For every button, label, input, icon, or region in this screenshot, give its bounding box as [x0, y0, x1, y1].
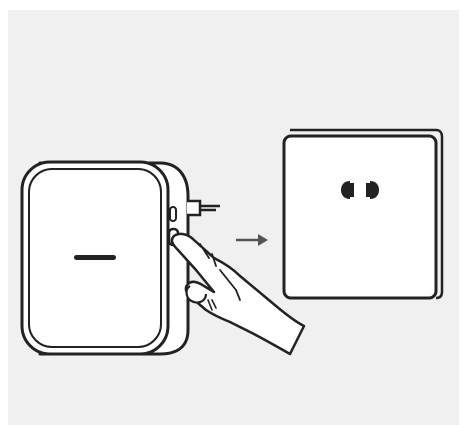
- power-plug-prongs-icon: [187, 199, 220, 217]
- socket-hole-right: [370, 181, 379, 199]
- pressing-hand-icon: [170, 232, 306, 356]
- status-slot: [169, 206, 177, 222]
- plug-in-doorbell-receiver-icon: [20, 160, 190, 356]
- right-arrow-icon: [236, 234, 268, 246]
- socket-hole-left: [341, 181, 350, 199]
- indicator-bar: [74, 255, 116, 260]
- wall-socket-icon: [282, 128, 444, 300]
